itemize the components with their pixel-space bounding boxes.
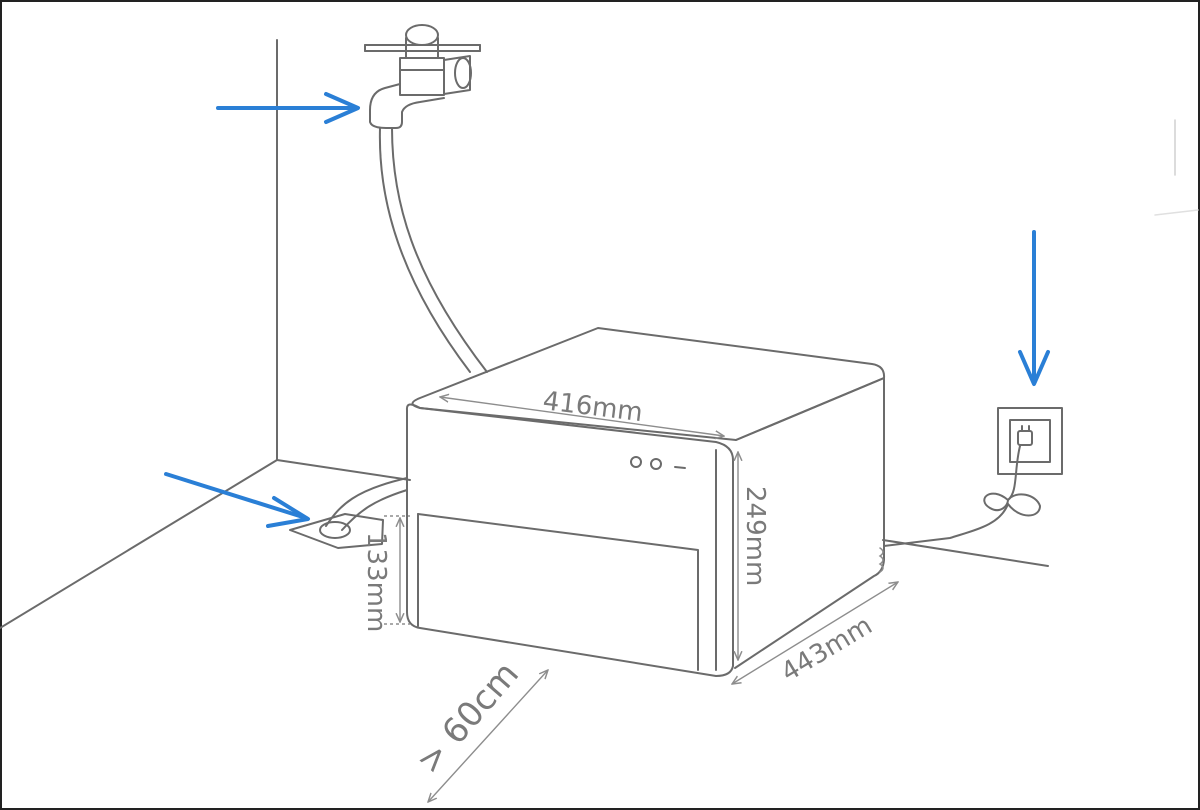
control-button-2	[650, 458, 662, 470]
water-hose	[378, 127, 488, 373]
arrow-right-icon	[216, 92, 360, 124]
arrow-down-right-icon	[164, 472, 310, 528]
depth-label: 443mm	[776, 611, 877, 688]
faucet-icon	[364, 24, 481, 129]
plinth-label: 133mm	[361, 532, 391, 632]
depth-dimension-line	[732, 582, 898, 684]
drain-hose	[289, 477, 408, 549]
dishwasher-icon	[405, 327, 886, 677]
indicator-light	[674, 466, 686, 469]
power-socket-icon	[883, 407, 1063, 547]
height-label: 249mm	[740, 486, 770, 586]
width-dimension-line	[440, 397, 724, 436]
distance-label: > 60cm	[409, 654, 527, 782]
arrow-down-icon	[1018, 230, 1050, 386]
distance-dimension-line	[428, 670, 548, 802]
room-walls	[0, 39, 1199, 629]
control-button-1	[630, 456, 642, 468]
plinth-dimension	[384, 515, 410, 625]
